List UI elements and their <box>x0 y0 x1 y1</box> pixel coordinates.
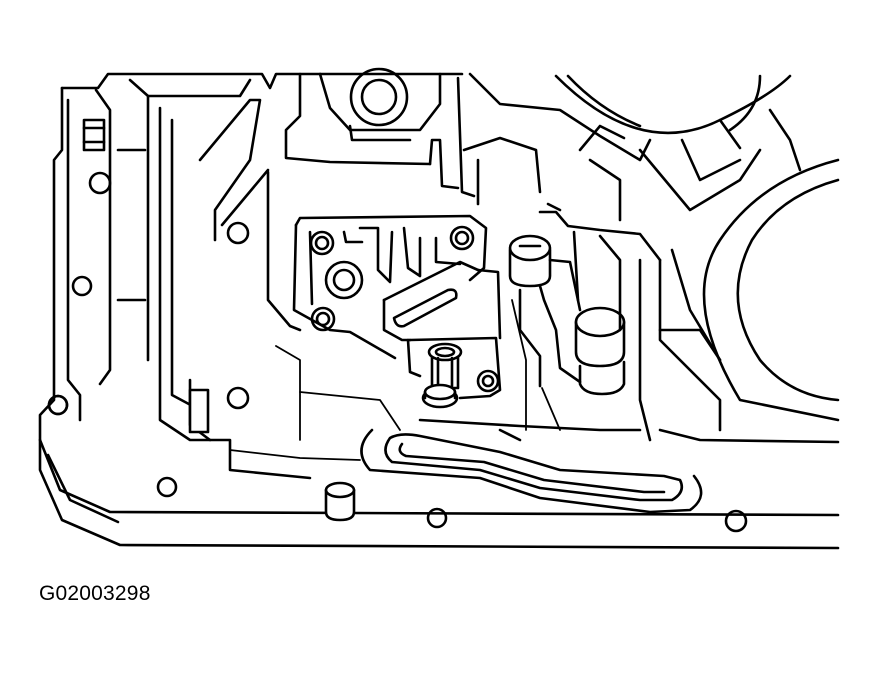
connector-pipes <box>508 202 662 396</box>
figure-id-label: G02003298 <box>39 582 151 605</box>
right-case-bore <box>468 72 840 444</box>
inner-ribs <box>229 299 561 461</box>
solenoid-body <box>382 260 502 400</box>
fluid-passage <box>360 418 703 514</box>
upper-housing <box>284 67 542 206</box>
case-outline <box>38 72 840 550</box>
transmission-valve-body-illustration <box>38 67 840 550</box>
left-valve-body <box>158 98 312 480</box>
solenoid-mounting-plate <box>266 170 488 360</box>
solenoid-bolt <box>421 342 463 409</box>
lower-bolt-holes <box>47 394 748 533</box>
